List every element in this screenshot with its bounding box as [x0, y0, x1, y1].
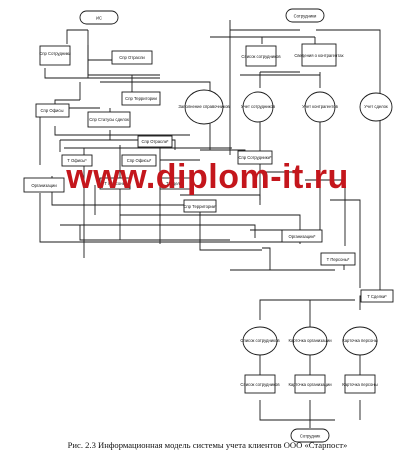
- label-t-persony2: Т Персоны*: [327, 257, 350, 262]
- node-zapolnenie: [184, 89, 224, 125]
- figure-caption: Рис. 2.3 Информационная модель системы у…: [67, 440, 348, 450]
- label-zapolnenie: Заполнение справочников: [178, 104, 230, 109]
- label-svedeniya: Сведения о контрагентах: [294, 53, 344, 58]
- node-spr-sotrudniki2: [237, 150, 273, 165]
- node-spr-territorii2: [183, 199, 217, 213]
- label-spisok-sotr3: Список сотрудников: [240, 382, 280, 387]
- node-uchet-sotr: [242, 91, 274, 123]
- node-spr-otrasli2: [137, 135, 173, 148]
- label-spr-sotrudniki: Спр Сотрудники: [39, 51, 71, 56]
- label-spisok-sotr2: Список сотрудников: [240, 338, 280, 343]
- node-is: [79, 10, 119, 25]
- label-spr-otrasli2: Спр Отрасли*: [141, 139, 168, 144]
- label-spr-sotrudniki2: Спр Сотрудники*: [238, 155, 271, 160]
- node-kartochka-org2: [294, 374, 326, 394]
- watermark: www.diplom-it.ru: [66, 158, 349, 196]
- connector-lines: [39, 20, 381, 428]
- node-t-ofisy: [61, 154, 93, 167]
- node-kartochka-pers2: [344, 374, 376, 394]
- node-spr-territorii: [121, 91, 161, 106]
- label-kartochka-pers: Карточка персоны: [342, 338, 377, 343]
- label-spr-territorii2: Спр Территории*: [183, 204, 217, 209]
- node-spr-ofisy: [35, 103, 70, 118]
- label-spr-otrasli: Спр Отрасли: [119, 55, 145, 60]
- node-svedeniya: [301, 43, 337, 67]
- label-t-sdelki-small: Т Сделки: [166, 181, 185, 186]
- label-spr-ofisy: Спр Офисы: [41, 108, 64, 113]
- node-organizacii: [23, 177, 65, 193]
- label-kartochka-org: Карточка организации: [288, 338, 332, 343]
- label-spisok-sotr: Список сотрудников: [241, 54, 281, 59]
- label-spr-territorii: Спр Территории: [125, 96, 157, 101]
- node-t-sdelki-small: [159, 177, 191, 190]
- node-sotrudnik: [290, 428, 330, 443]
- process-nodes: [23, 43, 394, 394]
- node-spisok-sotr: [245, 45, 277, 67]
- node-spr-sotrudniki: [39, 45, 71, 66]
- label-sotrudniki: Сотрудники: [294, 14, 317, 19]
- terminator-nodes: [79, 8, 330, 443]
- node-spisok-sotr3: [244, 374, 276, 394]
- circle-nodes: [184, 89, 393, 356]
- node-spisok-sotr2: [242, 326, 278, 356]
- label-spr-statusy: Спр Статусы сделок: [89, 117, 129, 122]
- node-organizacii2: [281, 229, 323, 243]
- label-is: ИС: [96, 16, 102, 21]
- label-spr-ofisy2: Спр Офисы*: [127, 158, 152, 163]
- node-t-persony2: [320, 252, 356, 266]
- node-sotrudniki: [285, 8, 325, 23]
- node-uchet-sdelok: [359, 92, 393, 122]
- node-labels: ИС Сотрудники Спр Сотрудники Спр Отрасли…: [31, 14, 388, 439]
- node-spr-otrasli: [111, 50, 153, 65]
- node-t-persony: [99, 177, 131, 190]
- label-organizacii: Организации: [31, 183, 57, 188]
- node-t-sdelki: [360, 289, 394, 303]
- label-uchet-sdelok: Учет сделок: [364, 104, 388, 109]
- label-t-sdelki: Т Сделки*: [367, 294, 387, 299]
- label-kartochka-pers2: Карточка персоны: [342, 382, 377, 387]
- label-sotrudnik: Сотрудник: [300, 434, 321, 439]
- label-t-ofisy: Т Офисы*: [67, 158, 87, 163]
- node-kartochka-org: [292, 326, 328, 356]
- label-kartochka-org2: Карточка организации: [288, 382, 332, 387]
- label-uchet-kontr: Учет контрагентов: [302, 104, 338, 109]
- label-t-persony: Т Персоны: [104, 181, 125, 186]
- node-uchet-kontr: [304, 91, 336, 123]
- node-kartochka-pers: [342, 326, 378, 356]
- node-spr-statusy: [87, 111, 131, 128]
- label-organizacii2: Организации*: [289, 234, 316, 239]
- label-uchet-sotr: Учет сотрудников: [241, 104, 276, 109]
- node-spr-ofisy2: [121, 154, 157, 167]
